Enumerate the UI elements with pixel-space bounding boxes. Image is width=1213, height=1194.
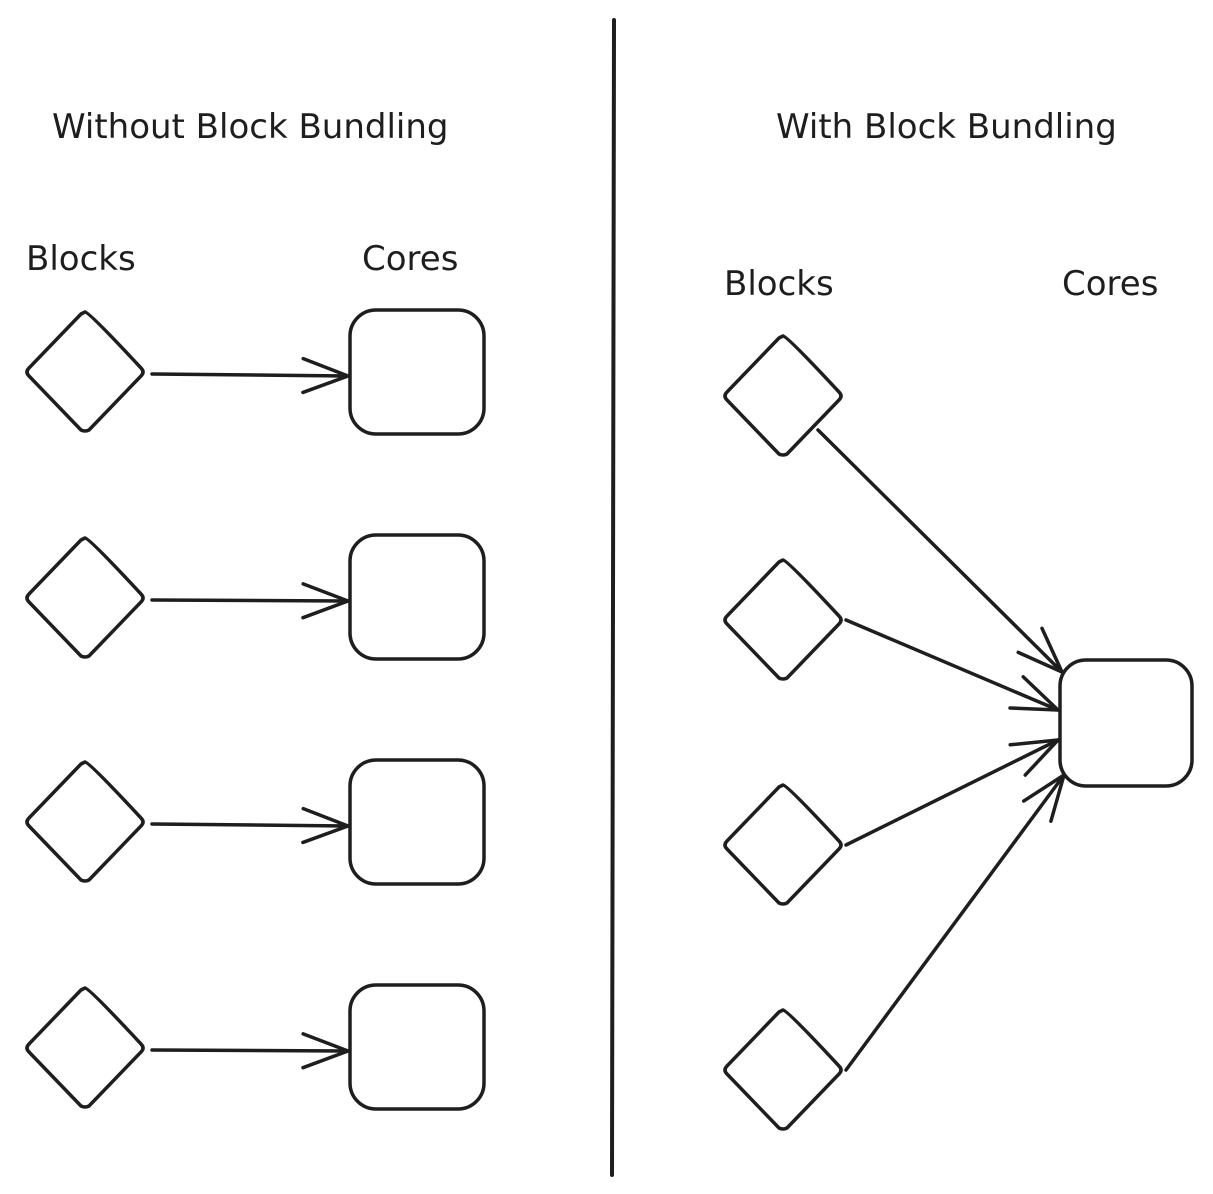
block-diamond	[723, 1008, 843, 1131]
core-box	[348, 533, 486, 661]
block-diamond	[25, 760, 145, 883]
block-diamond	[723, 558, 843, 681]
left-cores-label: Cores	[362, 239, 458, 279]
connection-arrow	[150, 356, 350, 395]
divider-line	[610, 18, 616, 1177]
arrowhead	[1016, 626, 1064, 674]
block-diamond	[25, 986, 145, 1109]
block-diamond	[25, 310, 145, 433]
right-shapes	[723, 334, 1194, 1131]
connection-arrow	[844, 773, 1066, 1072]
arrowhead	[301, 806, 350, 845]
core-box	[348, 758, 486, 886]
arrowhead	[1008, 738, 1060, 777]
connection-arrow	[844, 738, 1060, 847]
right-blocks-label: Blocks	[724, 264, 834, 304]
left-shapes	[25, 308, 486, 1111]
connection-arrow	[150, 582, 350, 620]
core-box	[348, 983, 486, 1111]
core-box	[1058, 658, 1194, 788]
left-blocks-label: Blocks	[26, 239, 136, 279]
core-box	[348, 308, 486, 436]
arrowhead	[1021, 773, 1066, 823]
connection-arrow	[816, 428, 1064, 674]
left-title: Without Block Bundling	[52, 107, 448, 147]
arrowhead	[301, 1032, 350, 1070]
right-cores-label: Cores	[1062, 264, 1158, 304]
connection-arrow	[150, 1032, 350, 1070]
arrowhead	[301, 356, 350, 395]
block-diamond	[723, 783, 843, 906]
connection-arrow	[150, 806, 350, 845]
block-diamond	[723, 334, 843, 457]
arrowhead	[1008, 675, 1060, 712]
connection-arrow	[844, 618, 1060, 712]
arrowhead	[301, 582, 350, 620]
right-title: With Block Bundling	[776, 107, 1117, 147]
block-diamond	[25, 536, 145, 659]
